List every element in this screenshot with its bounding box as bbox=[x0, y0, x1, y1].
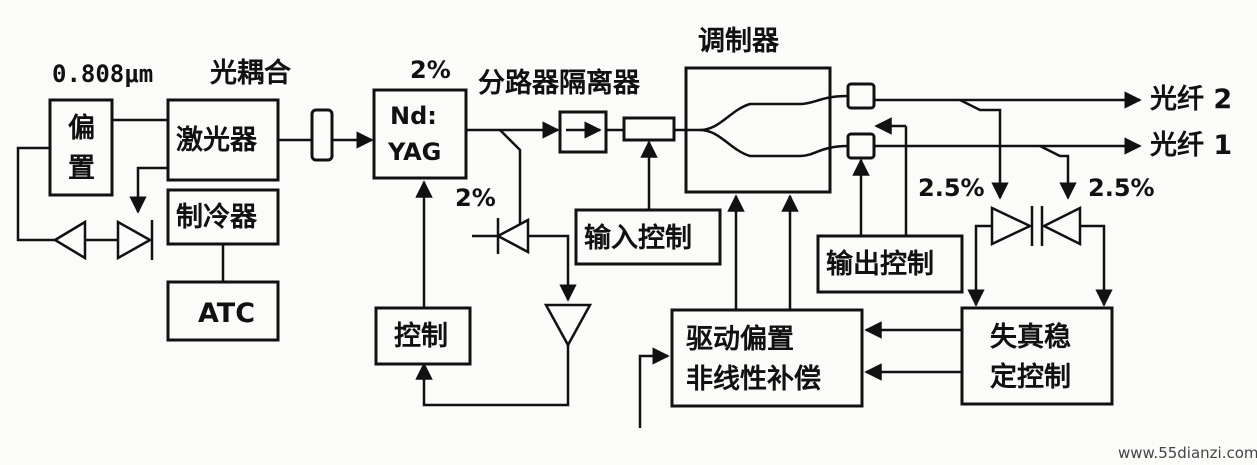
coupling-label: 光耦合 bbox=[209, 57, 291, 89]
atc-box bbox=[166, 280, 280, 342]
pd-a-stab-arrow bbox=[967, 224, 992, 307]
isolator-box bbox=[622, 116, 676, 142]
modulator-label: 调制器 bbox=[698, 26, 780, 57]
cooler-label: 制冷器 bbox=[176, 202, 258, 233]
photodiode-a-icon bbox=[990, 206, 1033, 246]
pct-b-label: 2.5% bbox=[1088, 174, 1155, 202]
coupling-lens-icon bbox=[310, 108, 334, 162]
fiber2-label: 光纤 2 bbox=[1149, 84, 1232, 115]
bias-label-line2: 置 bbox=[68, 153, 95, 184]
ndyag-box bbox=[372, 88, 468, 180]
splitter-box bbox=[558, 110, 608, 154]
amplifier-icon bbox=[52, 219, 87, 261]
tap-box-2 bbox=[846, 132, 876, 160]
input-control-label: 输入控制 bbox=[584, 222, 692, 254]
external-input-arrow bbox=[638, 347, 670, 428]
tap-box-1 bbox=[846, 82, 876, 110]
pd-b-stab-arrow bbox=[1080, 224, 1113, 307]
amp-control-arrow bbox=[415, 345, 570, 407]
splitter-isolator-label: 分路器隔离器 bbox=[478, 67, 641, 99]
laser-label: 激光器 bbox=[176, 124, 258, 156]
tap-b-arrow bbox=[1039, 144, 1077, 200]
driver-label-line2: 非线性补偿 bbox=[686, 364, 821, 395]
output-control-box bbox=[816, 234, 964, 294]
photodiode-icon bbox=[116, 219, 153, 261]
watermark: www.55dianzi.com bbox=[1118, 444, 1257, 462]
input-control-box bbox=[574, 208, 722, 266]
fiber1-label: 光纤 1 bbox=[1149, 130, 1232, 161]
branch-pd-line bbox=[528, 234, 577, 302]
tap-a-arrow bbox=[959, 98, 1009, 200]
driver-box bbox=[670, 308, 864, 408]
laser-box bbox=[166, 98, 280, 182]
pct-mid-label: 2% bbox=[455, 184, 496, 212]
stabilizer-label-line1: 失真稳 bbox=[990, 321, 1071, 353]
branch-amplifier-icon bbox=[543, 303, 593, 348]
laser-monitor-arrow bbox=[129, 166, 168, 214]
bias-loop-line bbox=[16, 146, 55, 242]
bias-label-line1: 偏 bbox=[68, 113, 95, 144]
photodiode-b-icon bbox=[1041, 205, 1082, 247]
branch-line bbox=[499, 129, 522, 236]
waveguide-lower bbox=[699, 128, 849, 158]
waveguide-upper bbox=[686, 94, 849, 132]
yag-label: YAG bbox=[387, 138, 441, 166]
output-control-label: 输出控制 bbox=[826, 248, 934, 280]
control-label: 控制 bbox=[394, 321, 448, 352]
atc-label: ATC bbox=[198, 298, 255, 329]
nd-label: Nd: bbox=[390, 102, 437, 130]
pct-top-label: 2% bbox=[410, 56, 451, 84]
stabilizer-label-line2: 定控制 bbox=[990, 361, 1071, 393]
branch-photodiode-icon bbox=[495, 217, 530, 255]
driver-label-line1: 驱动偏置 bbox=[686, 324, 794, 355]
wavelength-label: 0.808μm bbox=[52, 60, 153, 88]
pct-a-label: 2.5% bbox=[918, 174, 985, 202]
stabilizer-box bbox=[960, 306, 1114, 406]
